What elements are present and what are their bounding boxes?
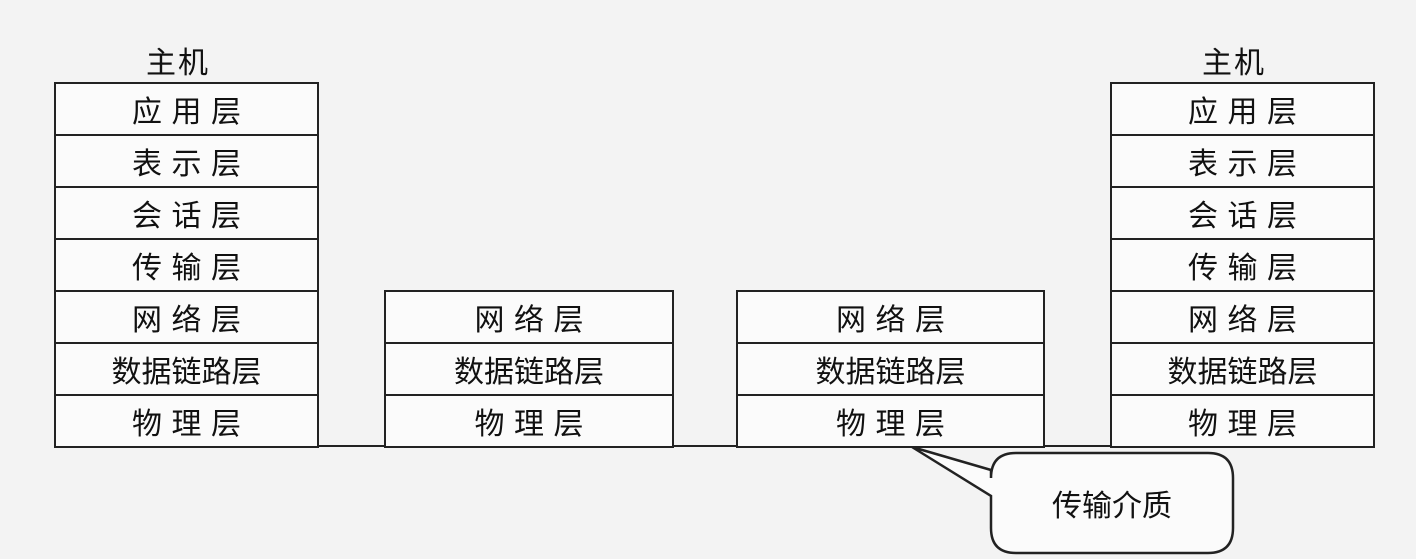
layer-presentation: 表 示 层 xyxy=(1112,136,1373,188)
layer-session: 会 话 层 xyxy=(56,188,317,240)
callout-label: 传输介质 xyxy=(1052,489,1172,524)
layer-transport: 传 输 层 xyxy=(1112,240,1373,292)
left-host-stack: 应 用 层 表 示 层 会 话 层 传 输 层 网 络 层 数据链路层 物 理 … xyxy=(54,82,319,448)
layer-network: 网 络 层 xyxy=(1112,292,1373,344)
layer-physical: 物 理 层 xyxy=(738,396,1043,448)
layer-physical: 物 理 层 xyxy=(1112,396,1373,448)
layer-application: 应 用 层 xyxy=(1112,84,1373,136)
layer-session: 会 话 层 xyxy=(1112,188,1373,240)
right-host-stack: 应 用 层 表 示 层 会 话 层 传 输 层 网 络 层 数据链路层 物 理 … xyxy=(1110,82,1375,448)
router-2-stack: 网 络 层 数据链路层 物 理 层 xyxy=(736,290,1045,448)
left-host-title: 主机 xyxy=(146,46,210,81)
layer-network: 网 络 层 xyxy=(56,292,317,344)
layer-physical: 物 理 层 xyxy=(56,396,317,448)
callout-bubble xyxy=(911,445,1235,555)
router-1-stack: 网 络 层 数据链路层 物 理 层 xyxy=(384,290,674,448)
layer-datalink: 数据链路层 xyxy=(1112,344,1373,396)
layer-presentation: 表 示 层 xyxy=(56,136,317,188)
layer-datalink: 数据链路层 xyxy=(386,344,672,396)
layer-network: 网 络 层 xyxy=(386,292,672,344)
layer-datalink: 数据链路层 xyxy=(738,344,1043,396)
layer-application: 应 用 层 xyxy=(56,84,317,136)
layer-physical: 物 理 层 xyxy=(386,396,672,448)
right-host-title: 主机 xyxy=(1202,46,1266,81)
layer-datalink: 数据链路层 xyxy=(56,344,317,396)
layer-network: 网 络 层 xyxy=(738,292,1043,344)
layer-transport: 传 输 层 xyxy=(56,240,317,292)
